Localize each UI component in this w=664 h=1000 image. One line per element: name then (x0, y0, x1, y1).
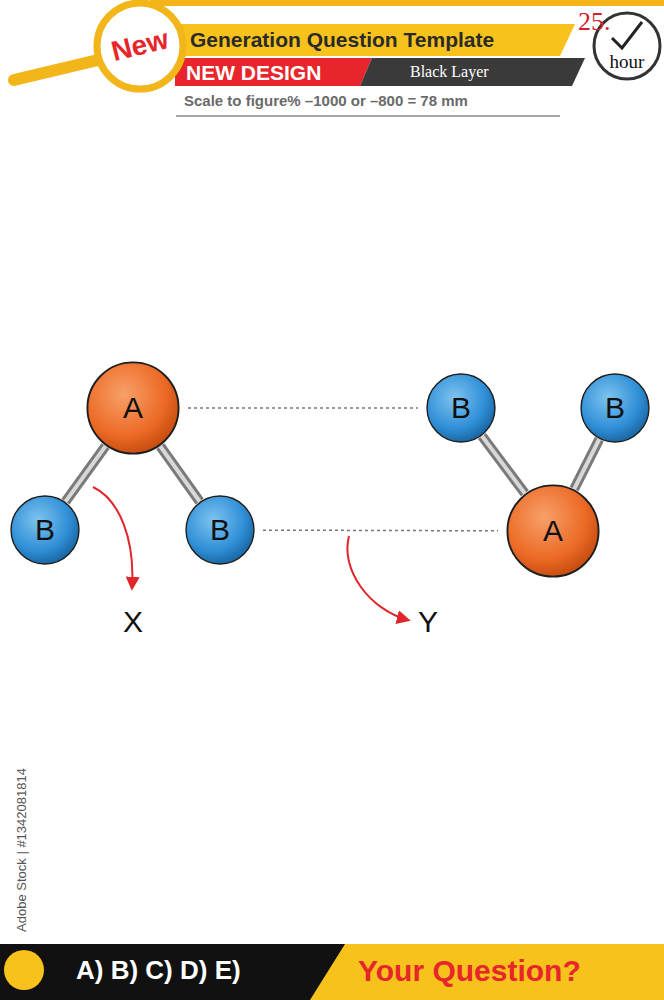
title-bar (170, 24, 575, 56)
bond-line (160, 446, 199, 501)
banner-text: Black Layer (410, 63, 489, 81)
atom-symbol: A (123, 391, 143, 425)
black-layer-bar (360, 58, 585, 86)
magnifier-handle (14, 60, 98, 80)
bond-highlight (65, 446, 105, 501)
guide-line (263, 529, 498, 531)
atom-circle: B (426, 373, 496, 443)
bottom-bar (0, 944, 664, 1000)
atom-circle: B (185, 495, 255, 565)
answer-options: A) B) C) D) E) (76, 956, 241, 985)
atom-symbol: B (210, 513, 230, 547)
atom-symbol: B (451, 391, 471, 425)
new-design-bar (175, 58, 372, 86)
atom-circle: B (580, 373, 650, 443)
clock-text: hour (610, 52, 645, 73)
bond-line (65, 446, 105, 501)
leader-arrow (347, 536, 408, 620)
part-label: X (123, 605, 143, 638)
header-rule (176, 115, 560, 117)
leader-arrow (93, 487, 132, 588)
bond-line (574, 439, 599, 489)
atom-symbol: A (543, 514, 563, 548)
check-mark (612, 22, 642, 48)
bond-highlight (482, 436, 525, 493)
banner-text: NEW DESIGN (186, 61, 321, 84)
bond-highlight (160, 446, 199, 501)
prompt-text: Your Question? (358, 954, 581, 987)
atom-circle: A (86, 361, 180, 455)
part-label: Y (418, 605, 438, 638)
atom-symbol: B (605, 391, 625, 425)
bottom-icon (4, 950, 44, 990)
bottom-black (0, 944, 345, 1000)
title: Generation Question Template (190, 28, 494, 51)
guide-line (188, 407, 418, 409)
scale-note: Scale to figure% –1000 or –800 = 78 mm (184, 93, 468, 110)
atom-symbol: B (35, 513, 55, 547)
magnifier-lens (97, 3, 183, 89)
watermark: Adobe Stock | #1342081814 (15, 768, 29, 932)
question-number: 25. (578, 8, 611, 37)
atom-circle: B (10, 495, 80, 565)
top-strip (150, 0, 664, 6)
atom-circle: A (506, 484, 600, 578)
bond-line (482, 436, 525, 493)
bond-highlight (574, 439, 599, 489)
